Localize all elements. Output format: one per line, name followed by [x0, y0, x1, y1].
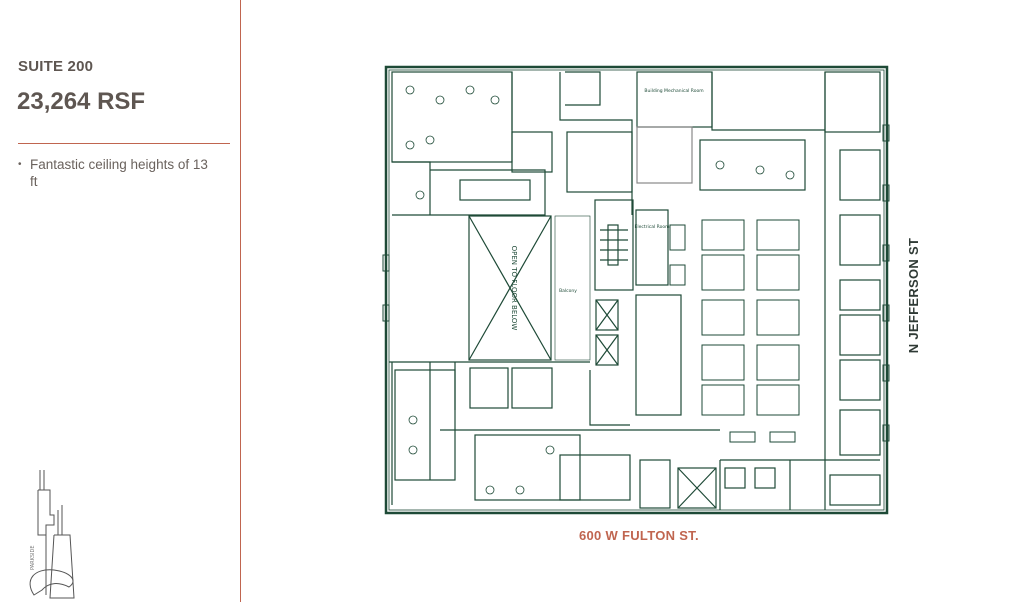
feature-item: Fantastic ceiling heights of 13 ft [18, 156, 208, 190]
room-label-open-to-below: OPEN TO FLOOR BELOW [510, 246, 518, 331]
feature-list: Fantastic ceiling heights of 13 ft [18, 156, 208, 190]
suite-area: 23,264 RSF [17, 88, 146, 115]
suite-title: SUITE 200 [18, 58, 94, 75]
street-label-east: N JEFFERSON ST [906, 237, 922, 354]
svg-text:PARKSIDE: PARKSIDE [30, 545, 36, 570]
floor-plan: Building Mechanical Room Electrical Room… [375, 60, 895, 525]
room-label-electrical: Electrical Room [635, 224, 670, 230]
room-label-balcony: Balcony [559, 288, 577, 294]
divider-vertical [240, 0, 241, 602]
parkside-logo: PARKSIDE [14, 470, 84, 607]
divider [18, 143, 230, 144]
street-label-south: 600 W FULTON ST. [579, 528, 699, 543]
room-label-mechanical: Building Mechanical Room [644, 88, 703, 94]
